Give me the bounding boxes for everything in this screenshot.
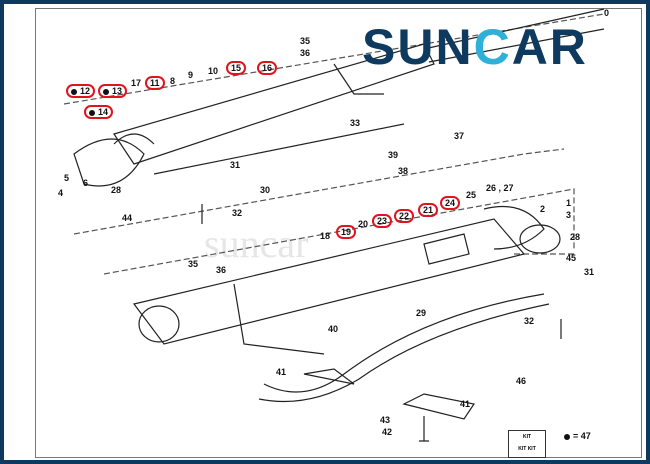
callout-8: 8 [170, 76, 176, 86]
callout-44: 44 [122, 213, 133, 223]
bolt-42 [419, 416, 429, 442]
hose-29 [258, 293, 550, 403]
callout-14: 14 [84, 105, 114, 119]
callout-0: 0 [604, 8, 610, 18]
callout-22: 22 [394, 209, 415, 223]
callout-39: 39 [388, 150, 399, 160]
callout-46: 46 [516, 376, 527, 386]
callout-28: 28 [111, 185, 122, 195]
callout-35: 35 [300, 36, 311, 46]
callout-26-27: 26 , 27 [486, 183, 514, 193]
upper-hose [153, 123, 405, 175]
watermark: suncar [204, 221, 309, 266]
callout-24: 24 [440, 196, 461, 210]
callout-29: 29 [416, 308, 427, 318]
lower-thread [423, 233, 470, 265]
lower-cylinder-tube [132, 218, 526, 345]
callout-21: 21 [418, 203, 439, 217]
callout-3: 3 [566, 210, 572, 220]
lower-head [483, 205, 545, 250]
legend-kit-47: = 47 [564, 431, 591, 441]
callout-43: 43 [380, 415, 391, 425]
lower-bushing [519, 224, 561, 254]
callout-16: 16 [257, 61, 278, 75]
strap-40 [233, 283, 325, 355]
suncar-logo: SUNCAR [362, 19, 588, 75]
callout-20: 20 [358, 219, 369, 229]
callout-28-lower: 28 [570, 232, 581, 242]
callout-13: 13 [98, 84, 128, 98]
callout-6: 6 [83, 178, 89, 188]
callout-4: 4 [58, 188, 64, 198]
callout-12: 12 [66, 84, 96, 98]
callout-42: 42 [382, 427, 393, 437]
callout-2: 2 [540, 204, 546, 214]
callout-45: 45 [566, 253, 577, 263]
upper-rod-end [73, 133, 155, 187]
callout-19: 19 [336, 225, 357, 239]
callout-25: 25 [466, 190, 477, 200]
callout-18: 18 [320, 231, 331, 241]
callout-15: 15 [226, 61, 247, 75]
callout-5: 5 [64, 173, 70, 183]
lower-rod-end [138, 305, 180, 343]
upper-rod [423, 8, 605, 63]
callout-23: 23 [372, 214, 393, 228]
callout-33: 33 [350, 118, 361, 128]
diagram-frame [35, 8, 642, 458]
callout-41-lower: 41 [460, 399, 471, 409]
callout-32: 32 [232, 208, 243, 218]
bolt-32 [201, 204, 562, 339]
upper-clamp [333, 63, 384, 95]
callout-36-lower: 36 [216, 265, 227, 275]
upper-cylinder-tube [113, 43, 435, 165]
callout-9: 9 [188, 70, 194, 80]
callout-41: 41 [276, 367, 287, 377]
callout-17: 17 [131, 78, 142, 88]
callout-32-lower: 32 [524, 316, 535, 326]
callout-30: 30 [260, 185, 271, 195]
clamp-41 [303, 368, 475, 420]
callout-11: 11 [145, 76, 165, 90]
callout-1: 1 [566, 198, 572, 208]
callout-31-lower: 31 [584, 267, 595, 277]
callout-37: 37 [454, 131, 465, 141]
callout-36: 36 [300, 48, 311, 58]
callout-38: 38 [398, 166, 409, 176]
callout-10: 10 [208, 66, 219, 76]
callout-35-lower: 35 [188, 259, 199, 269]
callout-31: 31 [230, 160, 241, 170]
callout-40: 40 [328, 324, 339, 334]
